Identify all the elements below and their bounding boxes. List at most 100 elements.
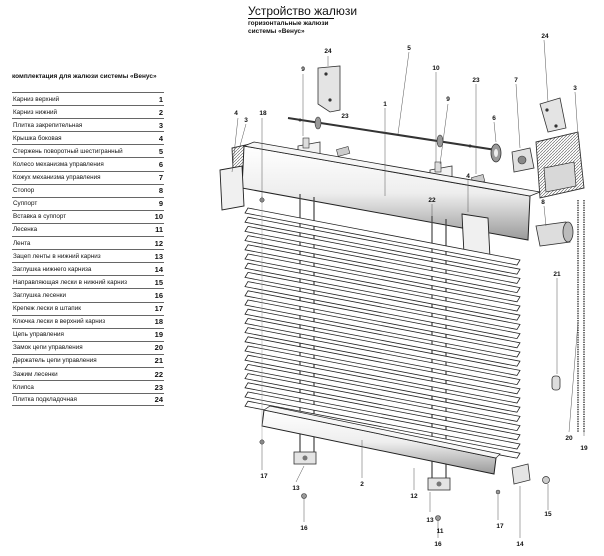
part-number: 10	[154, 212, 163, 222]
subtitle-line-1: горизонтальные жалюзи	[248, 20, 329, 27]
part-name: Суппорт	[13, 200, 38, 208]
callout-4-left: 4	[234, 110, 238, 117]
leader-lines	[231, 39, 585, 538]
cord-guide	[542, 476, 550, 484]
callout-18: 18	[259, 110, 267, 117]
callout-7: 7	[514, 77, 518, 84]
part-number: 11	[155, 225, 163, 235]
callout-16-right: 16	[434, 541, 442, 548]
callout-3-left: 3	[244, 117, 248, 124]
callout-4-right: 4	[466, 173, 470, 180]
part-number: 5	[158, 146, 163, 156]
part-name: Карниз нижний	[13, 108, 58, 116]
callout-19: 19	[580, 445, 588, 452]
legend-title: комплектация для жалюзи системы «Венус»	[12, 73, 157, 80]
callout-9-left: 9	[301, 66, 305, 73]
callout-3-right: 3	[573, 85, 577, 92]
legend-row: Карниз верхний 1	[12, 92, 164, 105]
part-name: Крышка боковая	[13, 134, 62, 142]
callout-22: 22	[428, 197, 436, 204]
legend-row: Ключка лески в верхний карниз 18	[12, 314, 164, 328]
legend-row: Кожух механизма управления 7	[12, 170, 164, 184]
clip-23-left	[336, 146, 351, 157]
callout-12: 12	[410, 493, 418, 500]
mounting-plate-left	[317, 65, 341, 113]
part-number: 20	[154, 343, 163, 353]
callout-6: 6	[492, 115, 496, 122]
slat	[244, 317, 521, 376]
subtitle-line-2: системы «Венус»	[248, 28, 305, 35]
part-number: 7	[158, 173, 163, 183]
control-chain	[577, 200, 585, 432]
control-housing	[511, 147, 535, 173]
part-name: Кожух механизма управления	[13, 174, 101, 182]
part-name: Заглушка нижнего карниза	[13, 265, 92, 273]
part-number: 4	[158, 133, 163, 143]
callout-2: 2	[360, 481, 364, 488]
legend-row: Замок цепи управления 20	[12, 340, 164, 354]
part-name: Замок цепи управления	[13, 344, 83, 352]
slat	[244, 345, 521, 404]
callout-21: 21	[553, 271, 561, 278]
part-number: 18	[154, 317, 163, 327]
part-number: 6	[158, 160, 163, 170]
tape-hook-left	[293, 451, 317, 465]
part-name: Карниз верхний	[13, 95, 60, 103]
part-name: Плитка закрепительная	[13, 121, 83, 129]
part-number: 16	[154, 290, 163, 300]
callout-13-right: 13	[426, 517, 434, 524]
callout-1: 1	[383, 101, 387, 108]
slat	[244, 253, 521, 312]
callout-16-left: 16	[300, 525, 308, 532]
callout-8: 8	[541, 199, 545, 206]
bottom-end-cap	[511, 463, 531, 485]
slat	[244, 336, 521, 395]
slat	[244, 354, 521, 413]
legend-row: Направляющая лески в нижний карниз 15	[12, 275, 164, 288]
legend-row: Стержень поворотный шестигранный 5	[12, 144, 164, 157]
slat	[244, 244, 521, 303]
callout-labels: 24 5 24 9 10 23 7 3 9 1 4 18 3 23 6 4 22…	[234, 33, 588, 548]
ladder-cap-right	[435, 515, 441, 521]
tape-hook-right	[427, 477, 451, 491]
slat	[244, 308, 521, 367]
callout-17-right: 17	[496, 523, 504, 530]
staple-fastener-bottom	[495, 489, 501, 495]
slat	[244, 281, 521, 340]
part-name: Стержень поворотный шестигранный	[13, 147, 123, 155]
part-number: 15	[154, 277, 163, 287]
slat	[244, 235, 521, 294]
part-name: Плитка подкладочная	[13, 396, 77, 404]
part-number: 1	[158, 94, 163, 104]
part-name: Направляющая лески в нижний карниз	[13, 278, 128, 286]
part-name: Ключка лески в верхний карниз	[13, 318, 106, 326]
callout-24-right: 24	[541, 33, 549, 40]
part-number: 21	[154, 356, 163, 366]
legend-row: Крышка боковая 4	[12, 131, 164, 144]
slat	[244, 262, 521, 321]
callout-14: 14	[516, 541, 524, 548]
end-cap-left	[219, 165, 245, 211]
mounting-plate-right	[539, 97, 567, 133]
part-number: 17	[154, 304, 163, 314]
slat	[244, 290, 521, 349]
ladder-cap-left	[301, 493, 307, 499]
part-name: Цепь управления	[13, 331, 64, 339]
part-number: 13	[154, 251, 163, 261]
part-name: Крепеж лески в штапик	[13, 305, 81, 313]
slat	[244, 216, 521, 275]
slat	[244, 373, 521, 432]
callout-20: 20	[565, 435, 573, 442]
